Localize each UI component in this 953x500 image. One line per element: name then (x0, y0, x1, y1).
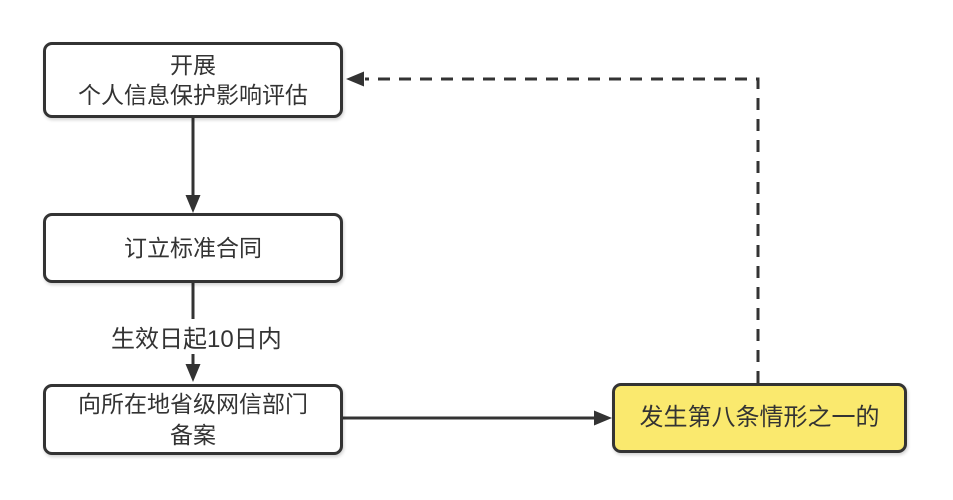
arrowhead-left-icon (346, 71, 364, 87)
edge-label-effective-date-deadline: 生效日起10日内 (108, 319, 285, 354)
node-pia-assessment: 开展 个人信息保护影响评估 (43, 42, 343, 118)
arrowhead-down-icon (185, 195, 201, 213)
node-cac-filing: 向所在地省级网信部门 备案 (43, 384, 343, 455)
node-label-line: 订立标准合同 (124, 234, 262, 261)
arrowhead-down-icon (185, 364, 201, 382)
node-label-line: 个人信息保护影响评估 (78, 82, 308, 108)
node-label-line: 发生第八条情形之一的 (639, 404, 880, 432)
arrow-assessment-to-contract (185, 118, 201, 213)
node-standard-contract: 订立标准合同 (43, 213, 343, 283)
dashed-arrow-trigger-to-assessment (346, 71, 760, 383)
arrow-filing-to-trigger (343, 410, 612, 426)
arrowhead-right-icon (594, 410, 612, 426)
node-label-line: 备案 (170, 421, 216, 448)
node-label-line: 开展 (170, 51, 216, 78)
node-label-line: 向所在地省级网信部门 (78, 391, 308, 418)
dashed-arrow-line (365, 77, 760, 383)
node-article8-trigger: 发生第八条情形之一的 (612, 383, 907, 453)
